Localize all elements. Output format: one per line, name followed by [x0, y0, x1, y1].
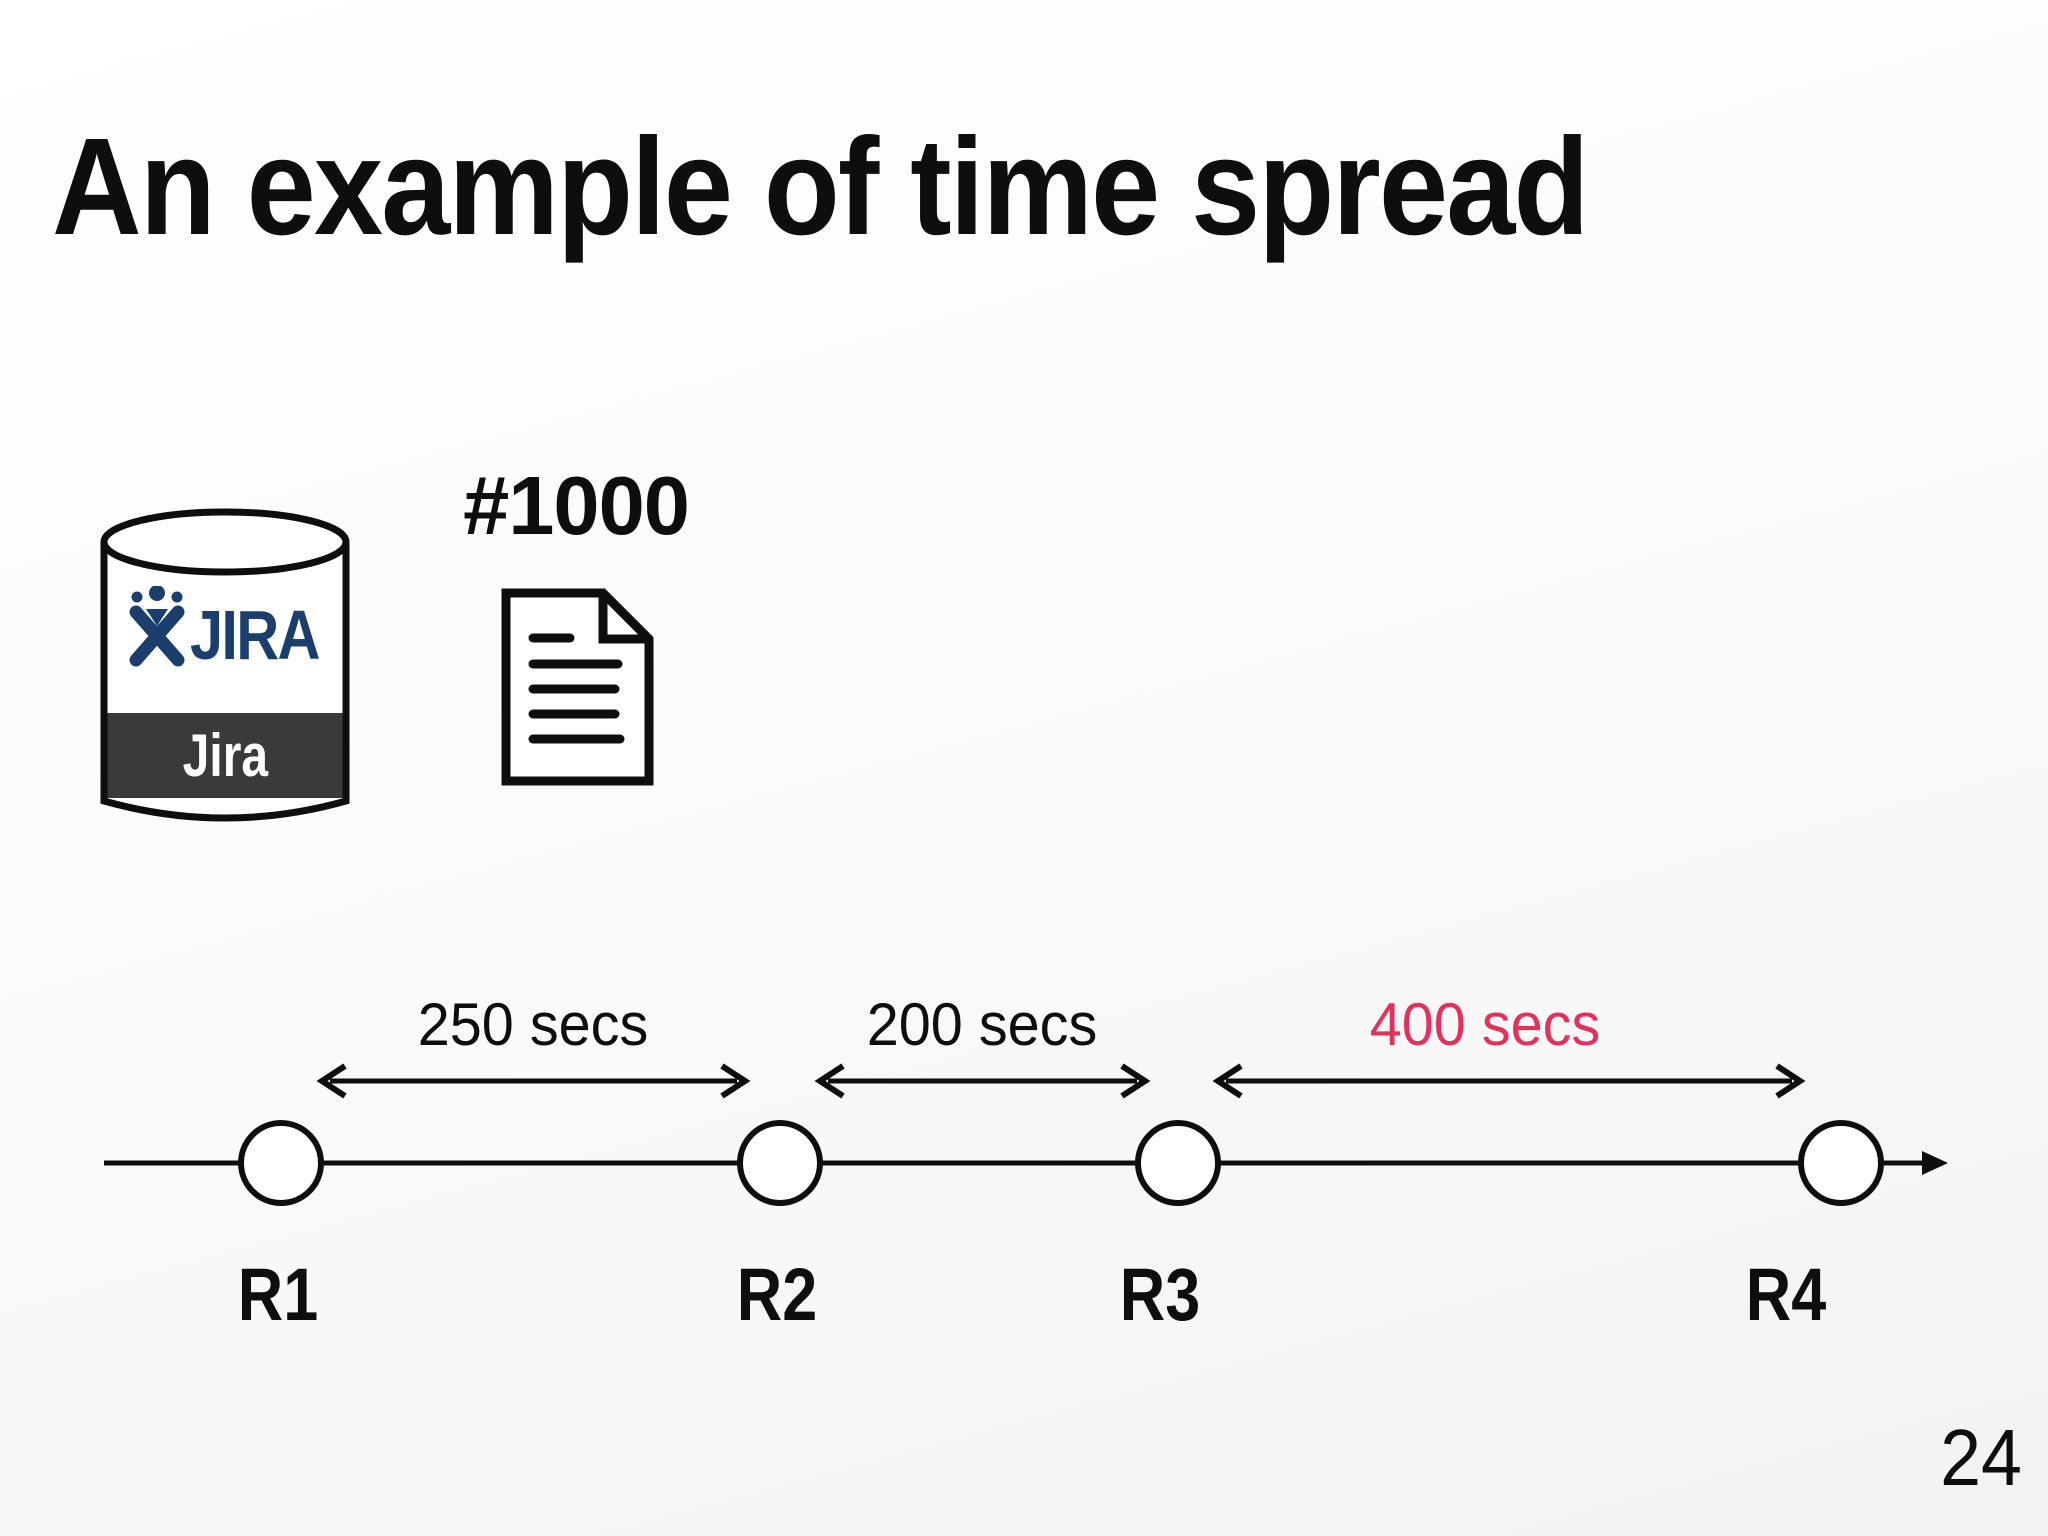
interval-label-250-secs: 250 secs [417, 991, 649, 1058]
timeline-point-label-r3: R3 [1119, 1253, 1201, 1336]
interval-arrow-r1-r2 [316, 1063, 751, 1099]
timeline-axis [104, 1151, 1948, 1175]
jira-logo-text: JIRA [190, 596, 320, 674]
cylinder-band [104, 713, 346, 798]
jira-cylinder-label-text: Jira [182, 721, 268, 789]
page-number: 24 [1940, 1413, 2022, 1502]
timeline-node-r1 [238, 1120, 324, 1206]
timeline-point-label-r2: R2 [736, 1253, 818, 1336]
issue-number-label: #1000 [463, 459, 690, 552]
jira-person-icon [129, 586, 185, 667]
interval-arrow-r3-r4 [1212, 1063, 1806, 1099]
timeline-node-r2 [737, 1120, 823, 1206]
timeline-point-label-r1: R1 [237, 1253, 319, 1336]
document-icon [501, 588, 654, 786]
timeline-node-r4 [1798, 1120, 1884, 1206]
interval-label-200-secs: 200 secs [866, 991, 1098, 1058]
timeline-node-r3 [1135, 1120, 1221, 1206]
cylinder-top [100, 508, 350, 576]
interval-arrow-r2-r3 [814, 1063, 1151, 1099]
cylinder-outline [100, 543, 350, 822]
jira-cylinder-label: Jira [100, 713, 350, 798]
axis-arrowhead-icon [1922, 1151, 1948, 1175]
timeline-point-label-r4: R4 [1745, 1253, 1827, 1336]
page-title: An example of time spread [52, 110, 1589, 264]
interval-label-400-secs: 400 secs [1369, 991, 1601, 1058]
